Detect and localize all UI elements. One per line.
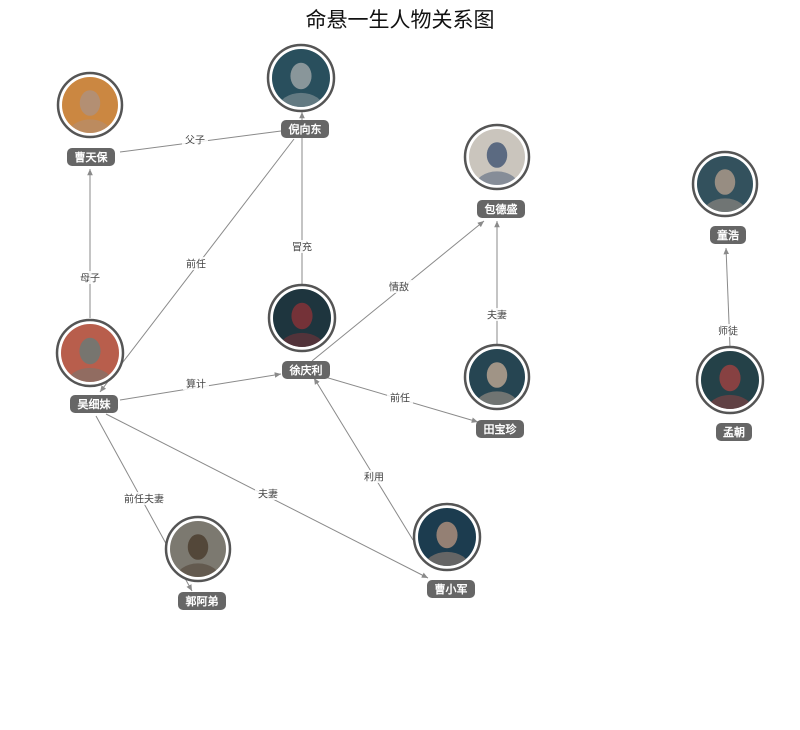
avatar-photo (272, 49, 330, 107)
edge-line (313, 377, 414, 541)
node-bao[interactable]: 包德盛 (463, 123, 531, 218)
edge-wu-caotian: 母子 (77, 169, 103, 318)
edge-label-backdrop (484, 308, 510, 321)
node-guo[interactable]: 郭阿弟 (164, 515, 232, 610)
edge-caotian-ni: 父子 (119, 130, 282, 153)
edge-wu-cao: 夫妻 (105, 413, 429, 579)
edge-label: 母子 (80, 273, 100, 285)
edges-layer: 父子母子前任冒充情敌夫妻师徒算计前任前任夫妻夫妻利用 (77, 112, 741, 592)
avatar-photo (469, 129, 525, 185)
node-meng[interactable]: 孟朝 (695, 345, 765, 441)
edge-label: 情敌 (389, 281, 409, 294)
edge-label-backdrop (255, 487, 281, 500)
node-label-badge (70, 395, 118, 413)
edge-label: 前任 (186, 258, 206, 271)
edge-label: 师徒 (718, 325, 738, 338)
avatar-photo (61, 324, 119, 382)
node-label-badge (282, 361, 330, 379)
diagram-title: 命悬一生人物关系图 (305, 8, 495, 32)
node-label-badge (178, 592, 226, 610)
edge-ni-wu: 前任 (99, 138, 295, 393)
node-label: 吴细妹 (78, 397, 112, 411)
edge-label: 夫妻 (258, 488, 278, 501)
edge-cao-xu: 利用 (313, 377, 414, 541)
avatar-photo (170, 521, 226, 577)
node-label-badge (716, 423, 752, 441)
node-wu[interactable]: 吴细妹 (55, 318, 125, 413)
edge-label-backdrop (120, 492, 168, 505)
edge-wu-xu: 算计 (119, 372, 282, 401)
edge-label-backdrop (289, 240, 315, 253)
edge-label-backdrop (386, 280, 412, 293)
node-label-badge (710, 226, 746, 244)
node-label-badge (67, 148, 115, 166)
edge-label: 算计 (186, 378, 206, 391)
edge-label: 前任夫妻 (124, 493, 164, 506)
node-label: 孟朝 (723, 425, 745, 439)
edge-label: 利用 (364, 472, 384, 484)
node-label-badge (427, 580, 475, 598)
avatar-photo (697, 156, 753, 212)
edge-label-backdrop (182, 133, 208, 146)
edge-label-backdrop (183, 257, 209, 270)
node-label-badge (281, 120, 329, 138)
node-label: 童浩 (717, 228, 739, 242)
edge-label-backdrop (715, 324, 741, 337)
avatar-photo (701, 351, 759, 409)
edge-label: 夫妻 (487, 309, 507, 322)
node-label-badge (477, 200, 525, 218)
node-label: 曹小军 (435, 582, 468, 596)
node-label: 包德盛 (484, 202, 518, 216)
node-xu[interactable]: 徐庆利 (267, 283, 337, 379)
node-caotian[interactable]: 曹天保 (56, 71, 124, 166)
edge-label-backdrop (77, 271, 103, 284)
edge-label-backdrop (183, 377, 209, 390)
avatar-photo (418, 508, 476, 566)
avatar-photo (62, 77, 118, 133)
avatar-photo (469, 349, 525, 405)
edge-xu-bao: 情敌 (311, 220, 485, 362)
edge-xu-tian: 前任 (324, 376, 479, 423)
node-tong[interactable]: 童浩 (691, 150, 759, 244)
edge-label: 父子 (185, 135, 205, 147)
avatar-photo (273, 289, 331, 347)
node-cao[interactable]: 曹小军 (412, 502, 482, 598)
edge-meng-tong: 师徒 (715, 247, 741, 348)
edge-xu-ni: 冒充 (289, 112, 315, 285)
edge-label: 前任 (390, 392, 410, 405)
node-label-badge (476, 420, 524, 438)
node-ni[interactable]: 倪向东 (266, 43, 336, 138)
node-tian[interactable]: 田宝珍 (463, 343, 531, 438)
node-label: 倪向东 (289, 122, 322, 136)
edge-label-backdrop (387, 391, 413, 404)
edge-label-backdrop (361, 470, 387, 483)
node-label: 徐庆利 (289, 363, 323, 377)
node-label: 曹天保 (75, 150, 109, 164)
edge-label: 冒充 (292, 241, 312, 254)
node-label: 郭阿弟 (186, 594, 219, 608)
node-label: 田宝珍 (484, 422, 518, 436)
